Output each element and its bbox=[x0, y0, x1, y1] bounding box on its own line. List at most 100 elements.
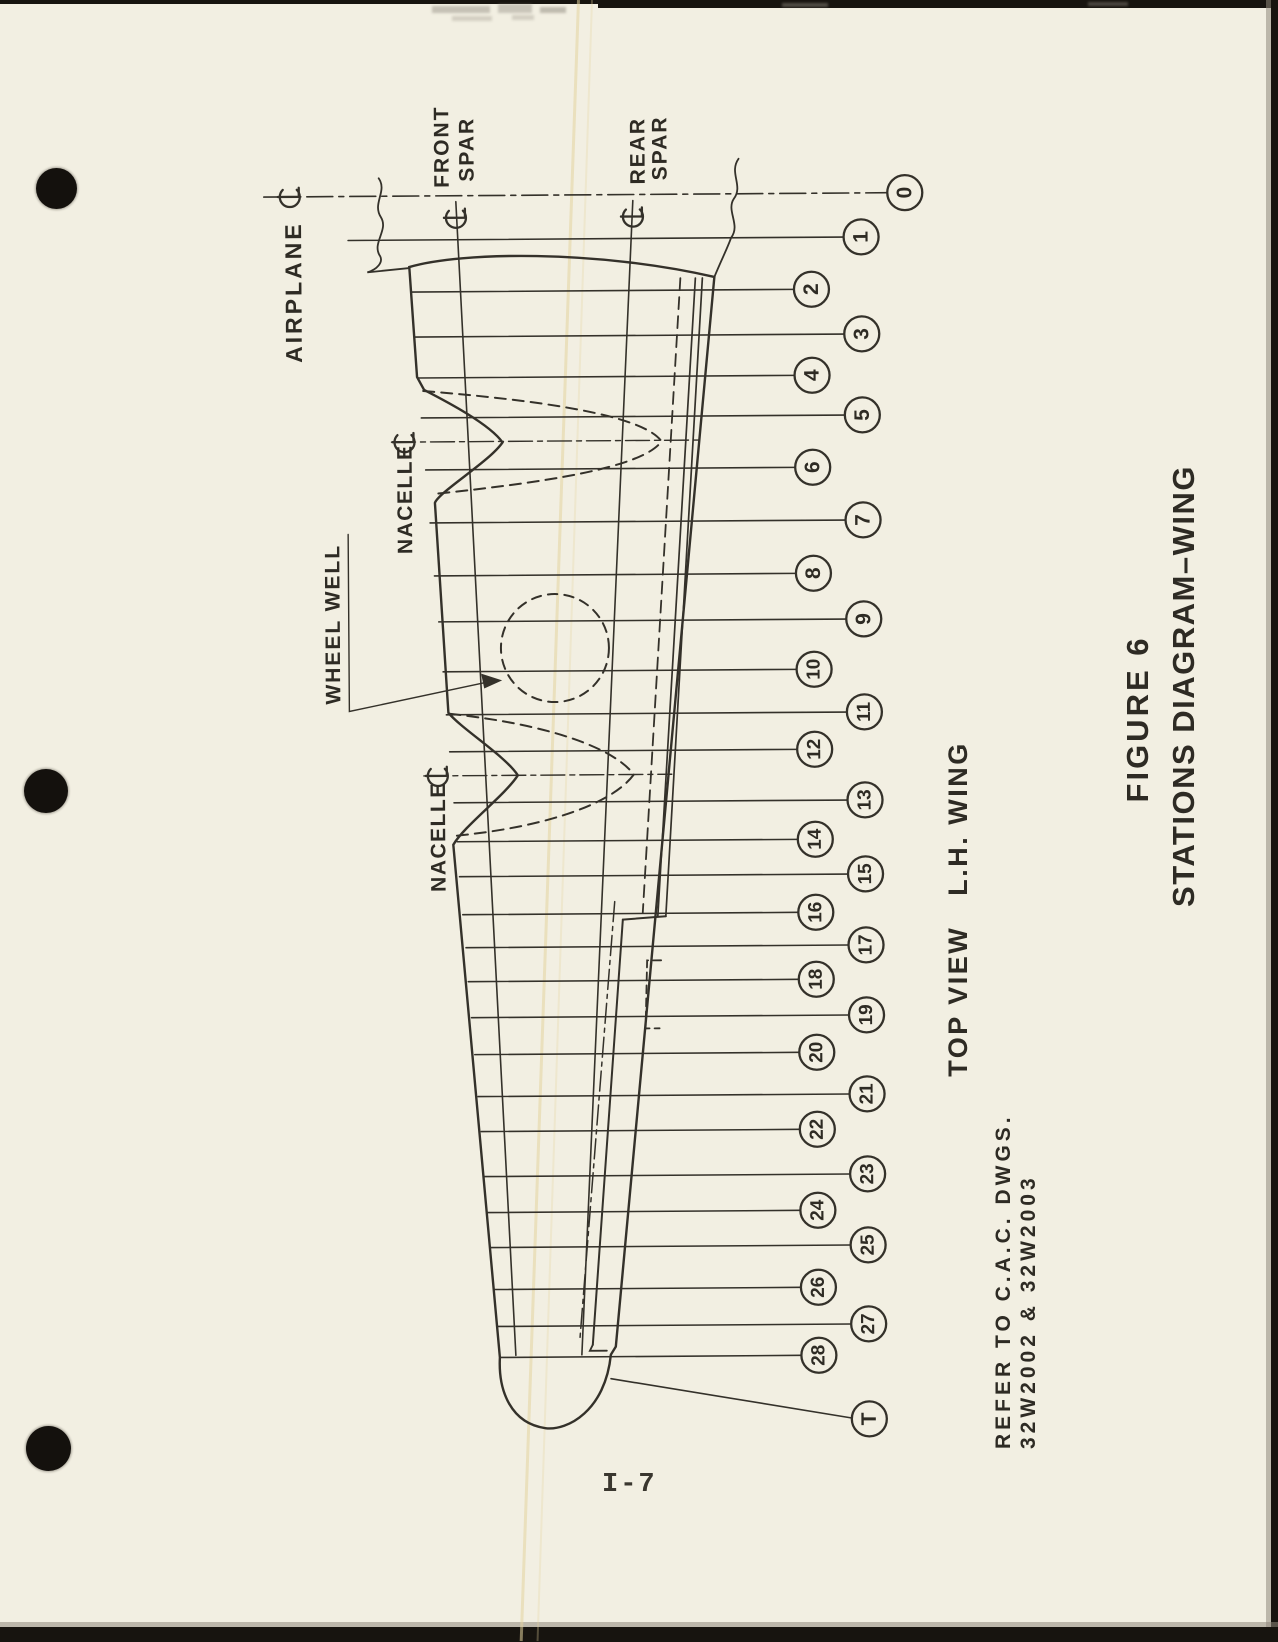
station-label-7: 7 bbox=[852, 514, 875, 526]
station-label-T: T bbox=[858, 1412, 881, 1425]
station-marker-11 bbox=[845, 693, 884, 731]
station-line-15 bbox=[458, 873, 849, 878]
station-line-5 bbox=[420, 414, 846, 419]
nacelle-outboard-centerline bbox=[423, 773, 673, 777]
view-caption: TOP VIEW L.H. WING bbox=[943, 741, 973, 1077]
station-marker-8 bbox=[794, 554, 833, 592]
station-line-11 bbox=[445, 711, 848, 716]
station-line-17 bbox=[465, 944, 850, 949]
flap-aileron-step bbox=[621, 915, 667, 921]
station-marker-26 bbox=[799, 1268, 838, 1306]
station-label-3: 3 bbox=[850, 328, 873, 340]
flap-hinge-dashed bbox=[641, 277, 682, 914]
station-label-0: 0 bbox=[893, 187, 916, 199]
punch-hole-top bbox=[36, 168, 77, 209]
rear-spar-centerline-symbol bbox=[619, 206, 645, 228]
station-marker-20 bbox=[798, 1033, 836, 1071]
station-marker-9 bbox=[845, 600, 883, 638]
station-line-27 bbox=[496, 1323, 852, 1328]
page-number: I-7 bbox=[602, 1470, 657, 1500]
scan-shadow-right bbox=[1266, 0, 1271, 1642]
front-spar-label-line2: SPAR bbox=[455, 117, 478, 182]
aileron-leading-edge bbox=[591, 918, 624, 1346]
station-label-11: 11 bbox=[854, 701, 875, 722]
station-line-0 bbox=[262, 191, 889, 198]
station-line-16 bbox=[462, 911, 800, 916]
station-line-23 bbox=[483, 1173, 851, 1178]
station-marker-7 bbox=[844, 501, 882, 539]
station-line-24 bbox=[487, 1209, 802, 1214]
figure-caption-line2: STATIONS DIAGRAM–WING bbox=[1166, 465, 1201, 907]
scan-edge-right bbox=[1271, 0, 1278, 1642]
station-marker-25 bbox=[849, 1226, 887, 1264]
station-label-6: 6 bbox=[801, 461, 824, 473]
station-marker-2 bbox=[792, 270, 831, 308]
station-line-3 bbox=[413, 333, 846, 338]
station-label-15: 15 bbox=[855, 863, 876, 885]
station-marker-13 bbox=[846, 781, 884, 819]
flap-inner-line-2 bbox=[656, 277, 697, 918]
station-line-26 bbox=[493, 1286, 802, 1291]
scan-edge-bottom bbox=[0, 1627, 1278, 1642]
front-spar-line bbox=[455, 200, 517, 1357]
station-label-18: 18 bbox=[806, 969, 827, 990]
scan-shadow-bottom bbox=[0, 1622, 1278, 1627]
station-label-2: 2 bbox=[800, 283, 823, 295]
wheel-well-label: WHEEL WELL bbox=[321, 544, 345, 705]
station-marker-12 bbox=[796, 730, 834, 768]
station-marker-10 bbox=[795, 650, 833, 688]
station-line-25 bbox=[490, 1244, 852, 1249]
station-label-23: 23 bbox=[857, 1163, 878, 1184]
station-line-19 bbox=[470, 1014, 850, 1019]
nacelle-inboard-label: NACELLE bbox=[394, 444, 418, 554]
station-line-1 bbox=[347, 236, 845, 242]
station-line-12 bbox=[448, 748, 798, 753]
nacelle-inboard-centerline-symbol bbox=[391, 431, 416, 454]
station-marker-16 bbox=[797, 893, 835, 931]
station-marker-22 bbox=[798, 1110, 836, 1148]
nacelle-inboard-outline bbox=[422, 389, 663, 495]
station-line-14 bbox=[456, 838, 799, 843]
punch-hole-middle bbox=[24, 769, 68, 813]
station-label-8: 8 bbox=[802, 567, 825, 579]
station-marker-24 bbox=[799, 1191, 837, 1229]
wing-outline bbox=[408, 254, 716, 1430]
station-line-13 bbox=[453, 799, 849, 804]
station-label-22: 22 bbox=[807, 1119, 828, 1140]
station-line-20 bbox=[473, 1051, 801, 1056]
station-marker-4 bbox=[793, 356, 831, 394]
station-marker-15 bbox=[846, 855, 885, 893]
station-label-25: 25 bbox=[858, 1234, 879, 1256]
station-line-4 bbox=[417, 374, 796, 379]
station-label-5: 5 bbox=[851, 409, 874, 421]
station-line-8 bbox=[433, 572, 797, 577]
reference-note-line1: REFER TO C.A.C. DWGS. bbox=[992, 1113, 1015, 1449]
rear-spar-label-line1: REAR bbox=[626, 117, 649, 185]
station-marker-6 bbox=[794, 448, 832, 486]
station-label-10: 10 bbox=[804, 659, 825, 680]
airplane-label: AIRPLANE bbox=[280, 221, 307, 363]
fuselage-break-left bbox=[367, 177, 411, 274]
station-line-T bbox=[610, 1377, 853, 1419]
station-label-28: 28 bbox=[808, 1345, 829, 1366]
station-marker-21 bbox=[848, 1075, 886, 1113]
station-label-14: 14 bbox=[805, 828, 826, 850]
station-marker-5 bbox=[843, 396, 881, 434]
scan-edge-top-right bbox=[598, 0, 1278, 8]
station-marker-T bbox=[850, 1400, 888, 1438]
station-line-21 bbox=[477, 1093, 851, 1098]
station-label-24: 24 bbox=[807, 1199, 828, 1221]
station-label-12: 12 bbox=[804, 739, 825, 760]
front-spar-label-line1: FRONT bbox=[430, 105, 454, 187]
station-label-16: 16 bbox=[805, 902, 826, 923]
nacelle-outboard-centerline-symbol bbox=[424, 765, 449, 788]
station-line-7 bbox=[429, 519, 847, 524]
station-marker-0 bbox=[886, 173, 924, 212]
wheel-well-leader bbox=[347, 533, 486, 713]
wheel-well-circle bbox=[499, 593, 610, 704]
tip-trailing-step bbox=[588, 1343, 608, 1352]
nacelle-outboard-label: NACELLE bbox=[427, 782, 451, 892]
rear-spar-label-line2: SPAR bbox=[648, 115, 671, 180]
